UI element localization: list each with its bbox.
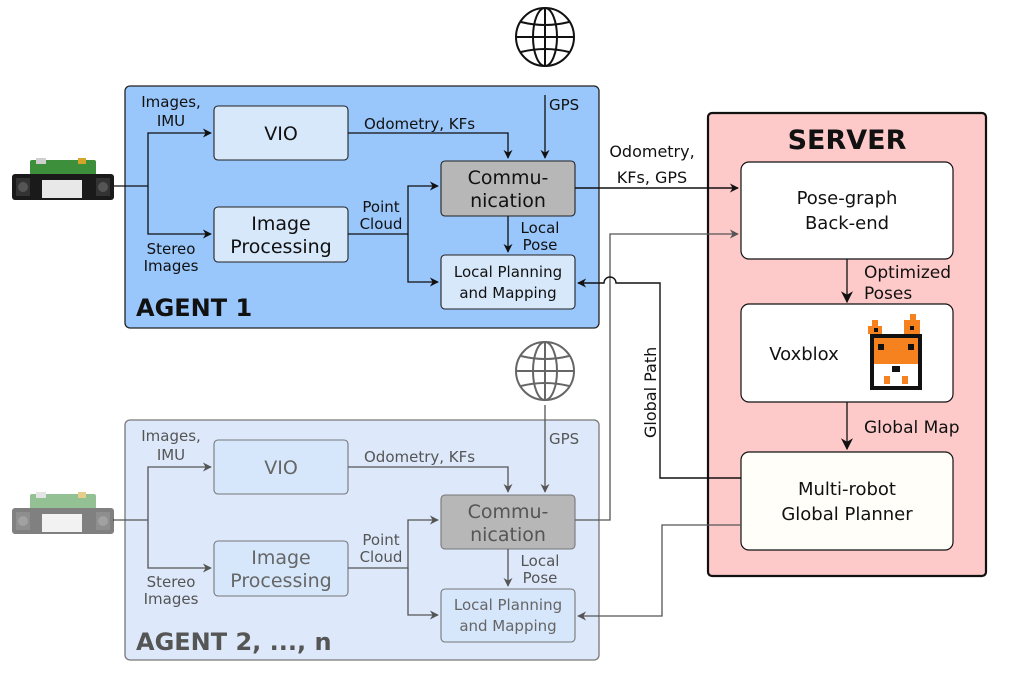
agent1-local-pose-2: Pose bbox=[523, 236, 558, 254]
optimized-poses-label-1: Optimized bbox=[864, 263, 951, 283]
agent2-odometry-kfs-label: Odometry, KFs bbox=[364, 448, 475, 466]
agent2-point-cloud-1: Point bbox=[362, 531, 399, 549]
agent2-local-planning-label-2: and Mapping bbox=[459, 617, 556, 635]
agent1-odometry-kfs-label: Odometry, KFs bbox=[364, 115, 475, 133]
agent2-vio-label: VIO bbox=[264, 457, 298, 479]
agent2-images-imu-1: Images, bbox=[141, 427, 201, 445]
agent2-communication-label-2: nication bbox=[470, 524, 546, 546]
agent1-title: AGENT 1 bbox=[136, 294, 252, 322]
agent1-images-imu-2: IMU bbox=[157, 112, 185, 130]
server-title: SERVER bbox=[788, 125, 907, 156]
agent2-stereo-images-2: Images bbox=[144, 590, 199, 608]
agent1-local-planning-label-1: Local Planning bbox=[454, 263, 562, 281]
server-panel: SERVER Pose-graph Back-end Optimized Pos… bbox=[706, 111, 988, 578]
link-odometry-label-1: Odometry, bbox=[609, 142, 694, 161]
camera-board-icon bbox=[12, 492, 114, 534]
agent2-image-processing-label-2: Processing bbox=[230, 570, 331, 592]
planner-label-2: Global Planner bbox=[781, 504, 913, 525]
agent2-title: AGENT 2, ..., n bbox=[136, 628, 332, 656]
agent2-stereo-images-1: Stereo bbox=[147, 573, 196, 591]
link-odometry-label-2: KFs, GPS bbox=[617, 168, 687, 187]
link-agent2-to-server bbox=[575, 229, 739, 521]
agent1-communication-label-2: nication bbox=[470, 190, 546, 212]
camera-board-icon bbox=[12, 158, 114, 200]
agent2-gps-label: GPS bbox=[549, 430, 579, 448]
voxblox-fox-icon bbox=[868, 314, 922, 390]
link-global-path-agent2 bbox=[577, 524, 741, 621]
optimized-poses-label-2: Poses bbox=[864, 284, 912, 304]
link-global-path-agent1 bbox=[577, 276, 741, 479]
agent1-gps-label: GPS bbox=[549, 96, 579, 114]
agent1-point-cloud-1: Point bbox=[362, 198, 399, 216]
agent-server-links bbox=[575, 183, 741, 621]
agent2-panel: AGENT 2, ..., n Images, IMU Stereo Image… bbox=[113, 405, 600, 661]
agent1-communication-label-1: Commu- bbox=[468, 167, 549, 189]
agent1-images-imu-1: Images, bbox=[141, 93, 201, 111]
planner-label-1: Multi-robot bbox=[798, 479, 896, 500]
agent1-connectors bbox=[113, 95, 550, 287]
agent1-local-pose-1: Local bbox=[521, 219, 560, 237]
agent1-image-processing-label-2: Processing bbox=[230, 236, 331, 258]
voxblox-label: Voxblox bbox=[769, 344, 839, 365]
agent1-local-planning-block: Local Planning and Mapping bbox=[440, 254, 576, 310]
agent2-images-imu-2: IMU bbox=[157, 446, 185, 464]
agent2-communication-block: Commu- nication bbox=[440, 494, 576, 550]
agent1-stereo-images-2: Images bbox=[144, 257, 199, 275]
agent1-communication-block: Commu- nication bbox=[440, 160, 576, 217]
voxblox-block: Voxblox bbox=[740, 303, 954, 403]
global-map-label: Global Map bbox=[864, 418, 960, 438]
agent2-local-planning-label-1: Local Planning bbox=[454, 596, 562, 614]
gps-globe-icon bbox=[515, 341, 575, 401]
agent2-image-processing-label-1: Image bbox=[251, 547, 311, 569]
agent2-vio-block: VIO bbox=[213, 439, 349, 495]
gps-globe-icon bbox=[515, 7, 575, 67]
pose-graph-block: Pose-graph Back-end bbox=[740, 161, 954, 260]
agent2-local-pose-1: Local bbox=[521, 552, 560, 570]
agent2-point-cloud-2: Cloud bbox=[360, 548, 403, 566]
pose-graph-label-1: Pose-graph bbox=[797, 188, 898, 209]
agent1-point-cloud-2: Cloud bbox=[360, 215, 403, 233]
pose-graph-label-2: Back-end bbox=[805, 213, 889, 234]
agent2-image-processing-block: Image Processing bbox=[213, 540, 349, 597]
agent1-stereo-images-1: Stereo bbox=[147, 240, 196, 258]
agent2-local-planning-block: Local Planning and Mapping bbox=[440, 588, 576, 643]
agent2-communication-label-1: Commu- bbox=[468, 501, 549, 523]
agent2-local-pose-2: Pose bbox=[523, 569, 558, 587]
global-planner-block: Multi-robot Global Planner bbox=[740, 451, 954, 551]
agent2-connectors bbox=[113, 405, 550, 620]
agent1-image-processing-block: Image Processing bbox=[213, 206, 349, 263]
agent1-panel: AGENT 1 Images, IMU Stereo Images VIO Im… bbox=[113, 85, 600, 329]
agent1-image-processing-label-1: Image bbox=[251, 213, 311, 235]
agent1-local-planning-label-2: and Mapping bbox=[459, 284, 556, 302]
agent1-vio-label: VIO bbox=[264, 123, 298, 145]
agent1-vio-block: VIO bbox=[213, 105, 349, 161]
global-path-label: Global Path bbox=[641, 347, 660, 438]
